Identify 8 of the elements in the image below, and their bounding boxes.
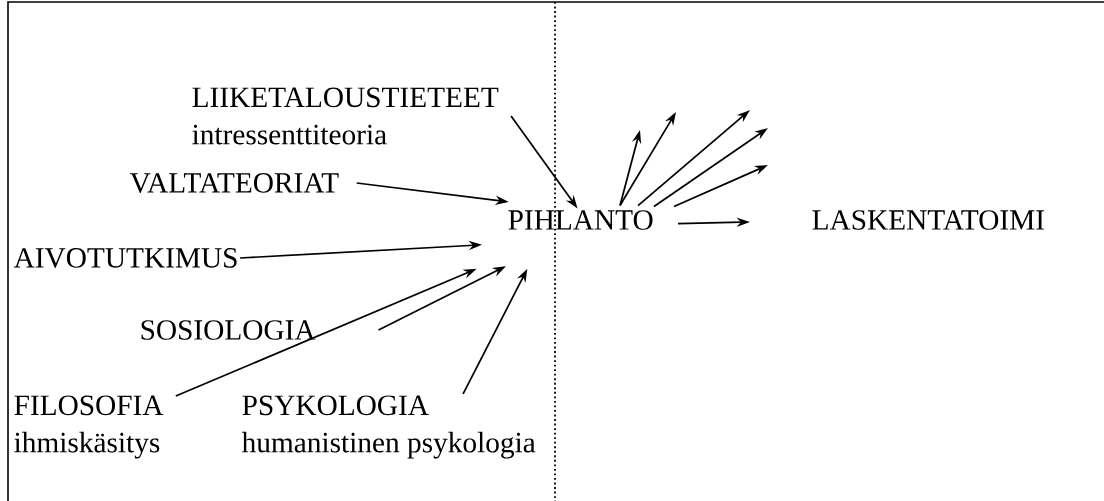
text-label: SOSIOLOGIA <box>141 320 316 340</box>
text-label: VALTATEORIAT <box>129 173 339 193</box>
text-label: PSYKOLOGIA humanistinen psykologia <box>241 395 536 459</box>
text-label: AIVOTUTKIMUS <box>13 248 237 268</box>
text-label: LIIKETALOUSTIETEET intressenttiteoria <box>192 87 499 145</box>
text-label: FILOSOFIA ihmiskäsitys <box>14 395 164 459</box>
text-label: LASKENTATOIMI <box>812 210 1044 230</box>
text-label: PIHLANTO <box>508 210 653 230</box>
